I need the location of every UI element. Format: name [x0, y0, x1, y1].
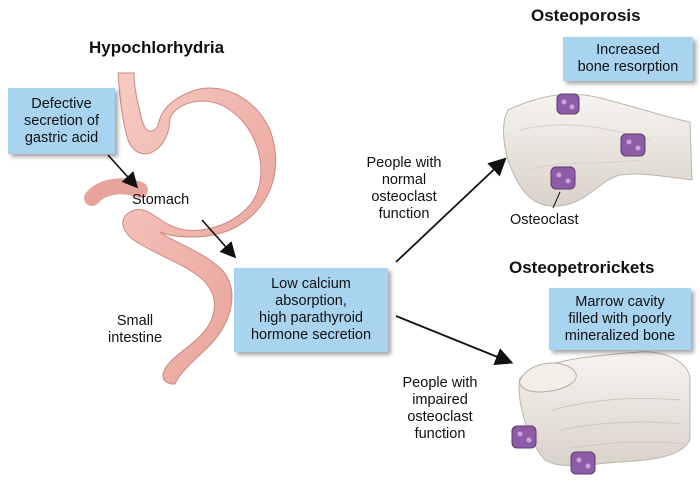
label-line: People with [402, 375, 478, 391]
box-line: hormone secretion [250, 327, 372, 343]
label-line: impaired [412, 392, 468, 408]
box-line: Low calcium [271, 276, 351, 292]
label-line: normal [381, 172, 427, 188]
box-line: mineralized bone [564, 327, 676, 344]
box-defective-secretion: Defective secretion of gastric acid [8, 88, 115, 154]
box-line: Defective [31, 95, 92, 112]
box-increased-resorption: Increased bone resorption [563, 37, 693, 81]
title-osteoporosis: Osteoporosis [531, 6, 641, 25]
arrow-to-osteoporosis [395, 157, 507, 263]
osteoclast-cell-icon [570, 451, 596, 475]
box-line: filled with poorly [568, 310, 672, 327]
box-line: bone resorption [577, 59, 679, 75]
arrow-stomach-to-absorption [201, 219, 237, 259]
arrow-acid-to-stomach [107, 154, 139, 189]
label-osteoclast: Osteoclast [510, 212, 579, 228]
title-hypochlorhydria: Hypochlorhydria [89, 38, 225, 57]
label-line: function [378, 206, 430, 222]
label-small-intestine: Small intestine [108, 313, 162, 347]
osteoclast-cell-icon [556, 93, 580, 115]
label-normal-osteoclast-path: People with normal osteoclast function [352, 155, 456, 223]
label-line: function [414, 426, 466, 442]
title-osteopetrorickets: Osteopetrorickets [509, 258, 655, 277]
arrow-to-osteopetrorickets [395, 315, 514, 365]
bone-illustration [503, 93, 693, 207]
label-impaired-osteoclast-path: People with impaired osteoclast function [388, 375, 492, 443]
box-low-calcium: Low calcium absorption, high parathyroid… [234, 268, 388, 352]
box-marrow-cavity: Marrow cavity filled with poorly mineral… [549, 288, 691, 350]
box-line: absorption, [275, 293, 347, 309]
label-line: osteoclast [407, 409, 473, 425]
box-line: high parathyroid [259, 310, 363, 326]
box-line: Marrow cavity [575, 293, 665, 310]
osteoclast-cell-icon [550, 166, 576, 190]
label-line: intestine [108, 330, 163, 346]
box-line: secretion of [24, 112, 99, 129]
box-line: Increased [596, 42, 660, 58]
box-line: gastric acid [24, 129, 99, 146]
osteoclast-cell-icon [620, 133, 646, 157]
bone-illustration [518, 351, 691, 467]
label-line: osteoclast [371, 189, 437, 205]
label-line: People with [366, 155, 442, 171]
osteoclast-cell-icon [511, 425, 537, 449]
stomach-illustration [84, 72, 277, 385]
label-stomach: Stomach [132, 192, 190, 208]
label-line: Small [116, 313, 154, 329]
osteoclast-pointer-line [552, 191, 561, 209]
